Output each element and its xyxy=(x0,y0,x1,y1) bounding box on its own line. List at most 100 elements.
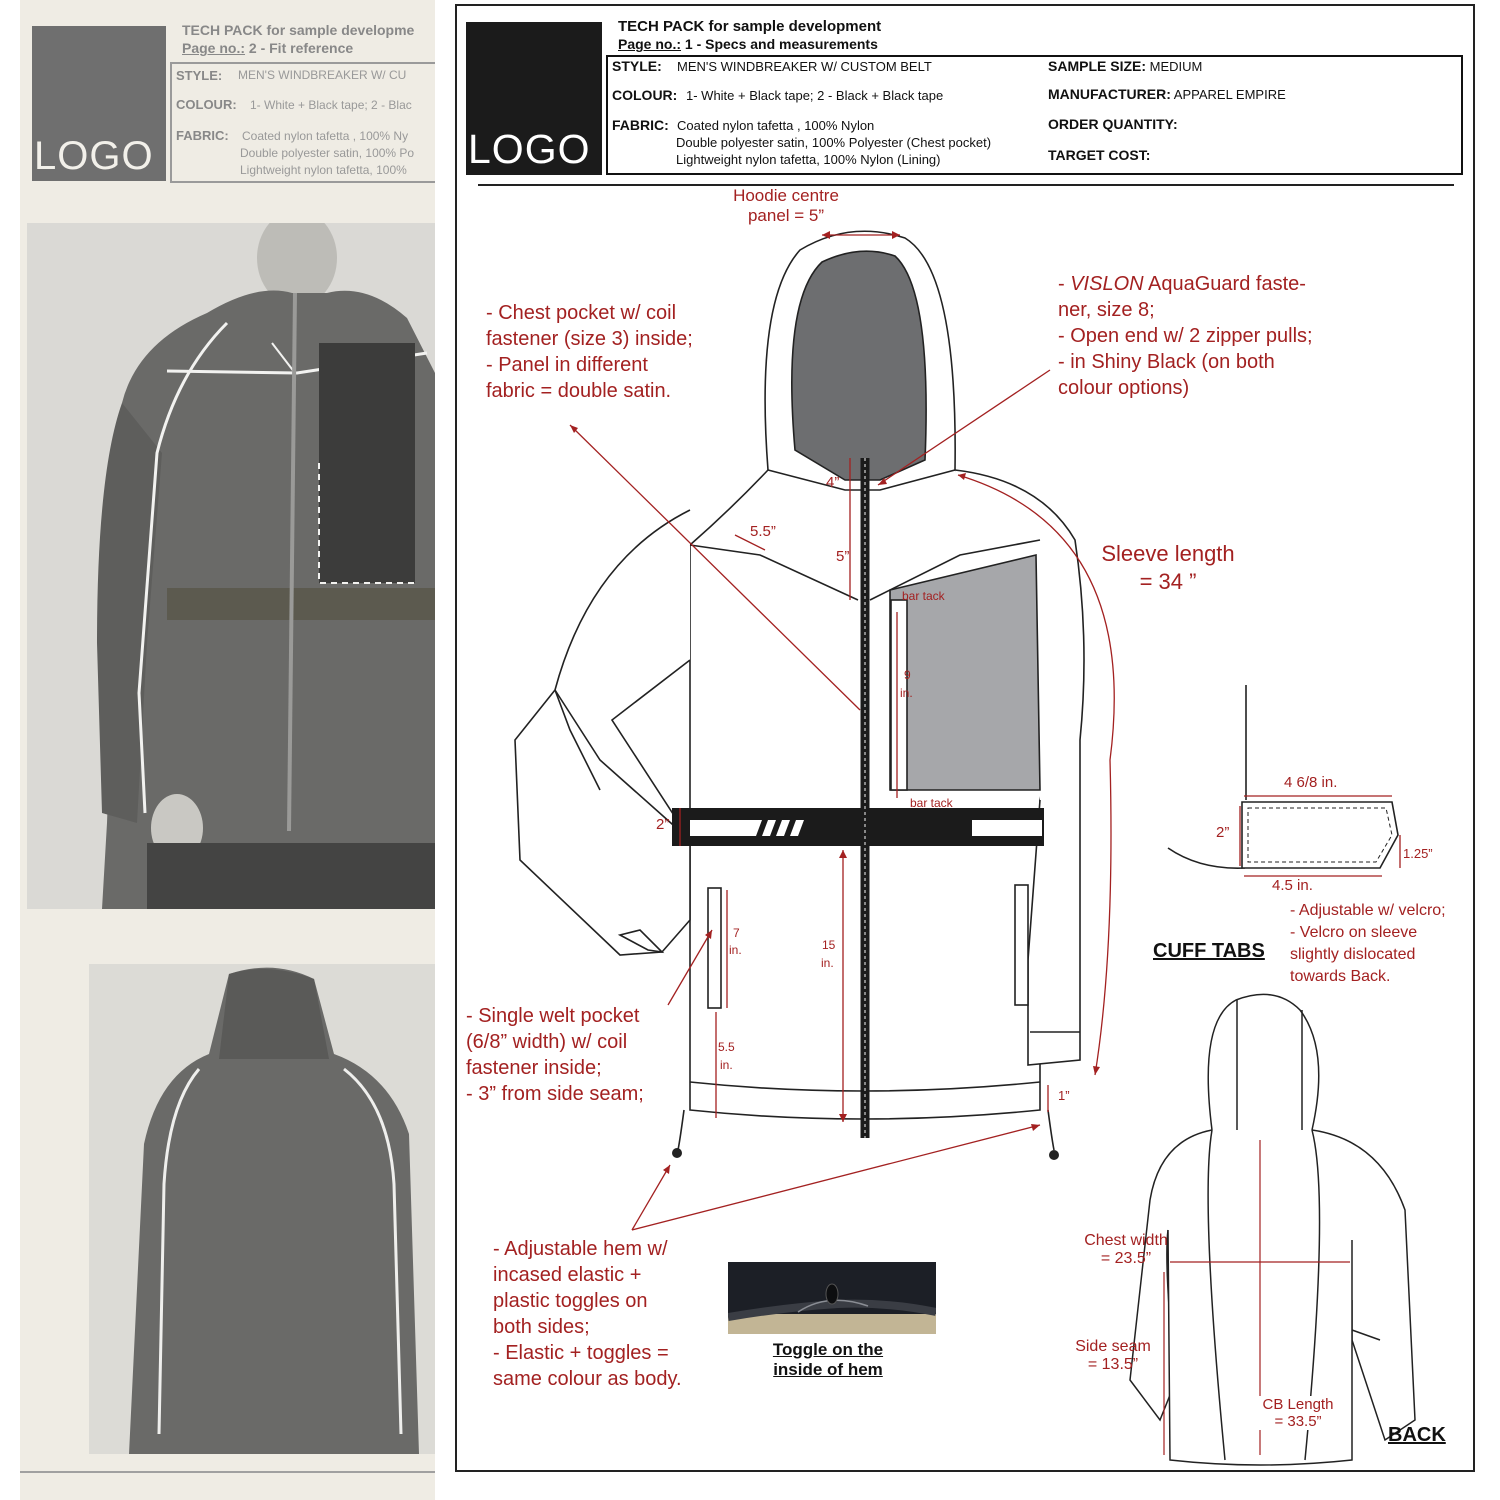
hood-height-label: 4” xyxy=(826,474,840,491)
cuff-line-3: slightly dislocated xyxy=(1290,946,1416,963)
welt-pocket-line-4: - 3” from side seam; xyxy=(466,1083,644,1105)
back-view-label: BACK xyxy=(1388,1424,1446,1446)
cuff-bottom-width-label: 4.5 in. xyxy=(1272,877,1313,894)
yoke-label: 5” xyxy=(836,548,850,565)
fabric-line-2: Double polyester satin, 100% Po xyxy=(240,146,415,160)
page-number: Page no.: 1 - Specs and measurements xyxy=(618,36,878,52)
style-value: MEN'S WINDBREAKER W/ CU xyxy=(238,68,407,82)
colour-label: COLOUR: xyxy=(176,97,237,112)
welt-length-value: 7 xyxy=(733,926,740,940)
page-number-label: Page no.: xyxy=(182,40,246,56)
fabric-line-1: Coated nylon tafetta , 100% Nylon xyxy=(677,118,875,133)
welt-pocket-line-3: fastener inside; xyxy=(466,1057,602,1079)
page-number: Page no.: 2 - Fit reference xyxy=(182,40,353,56)
hem-line-2: incased elastic + xyxy=(493,1264,642,1286)
chest-pocket-note: - Chest pocket w/ coil fastener (size 3)… xyxy=(486,300,693,404)
toggle-photo-illustration xyxy=(728,1262,936,1334)
style-label: STYLE: xyxy=(176,68,223,83)
logo-text: LOGO xyxy=(468,126,591,172)
fabric-label: FABRIC: xyxy=(176,128,229,143)
toggle-photo xyxy=(728,1262,936,1334)
front-fit-photo xyxy=(27,223,435,909)
order-quantity-label: ORDER QUANTITY: xyxy=(1048,116,1178,132)
pocket-length-value: 9 xyxy=(904,668,911,682)
hoodie-centre-note: Hoodie centre panel = 5” xyxy=(712,186,860,226)
fabric-label: FABRIC: xyxy=(612,117,669,133)
welt-length-unit: in. xyxy=(729,943,742,957)
welt-pocket-line-1: - Single welt pocket xyxy=(466,1005,640,1027)
manufacturer: MANUFACTURER: APPAREL EMPIRE xyxy=(1048,86,1286,104)
chest-pocket-line-2: fastener (size 3) inside; xyxy=(486,328,693,350)
colour-label: COLOUR: xyxy=(612,87,678,103)
shoulder-label: 5.5” xyxy=(750,523,776,540)
zipper-line-5: colour options) xyxy=(1058,377,1190,399)
sleeve-length-note: Sleeve length = 34 ” xyxy=(1088,540,1248,596)
cuff-line-4: towards Back. xyxy=(1290,968,1391,985)
cuff-height-label: 2” xyxy=(1216,824,1230,841)
fabric-line-3: Lightweight nylon tafetta, 100% Nylon (L… xyxy=(676,152,941,167)
spec-box xyxy=(606,55,1463,175)
welt-pocket-line-2: (6/8” width) w/ coil xyxy=(466,1031,628,1053)
bar-tack-bottom-label: bar tack xyxy=(910,796,953,810)
spec-box xyxy=(170,62,435,183)
chest-width-label: Chest width = 23.5” xyxy=(1070,1232,1182,1268)
sleeve-length-line-1: Sleeve length xyxy=(1101,541,1235,566)
logo-text: LOGO xyxy=(34,134,154,178)
hem-note: - Adjustable hem w/ incased elastic + pl… xyxy=(493,1236,682,1392)
target-cost-label: TARGET COST: xyxy=(1048,147,1151,163)
toggle-caption-line-2: inside of hem xyxy=(773,1360,883,1379)
welt-offset-unit: in. xyxy=(720,1058,733,1072)
chest-pocket-line-1: - Chest pocket w/ coil xyxy=(486,302,677,324)
zipper-line-4: - in Shiny Black (on both xyxy=(1058,351,1275,373)
style-value: MEN'S WINDBREAKER W/ CUSTOM BELT xyxy=(677,59,932,74)
cuff-top-width-label: 4 6/8 in. xyxy=(1284,774,1338,791)
cb-length-line-2: = 33.5” xyxy=(1274,1413,1322,1430)
side-seam-line-2: = 13.5” xyxy=(1087,1356,1139,1373)
page-number-value: 2 - Fit reference xyxy=(245,40,354,56)
logo-placeholder xyxy=(32,26,166,181)
welt-pocket-note: - Single welt pocket (6/8” width) w/ coi… xyxy=(466,1003,644,1107)
hoodie-centre-line-2: panel = 5” xyxy=(747,206,825,225)
zipper-note: - VISLON AquaGuard faste- ner, size 8; -… xyxy=(1058,271,1313,401)
page-number-label: Page no.: xyxy=(618,36,682,52)
zipper-line-1-rest: AquaGuard faste- xyxy=(1143,273,1306,295)
pocket-length-unit: in. xyxy=(900,686,913,700)
side-seam-label: Side seam = 13.5” xyxy=(1062,1338,1164,1374)
back-fit-photo xyxy=(89,964,435,1454)
chest-pocket-line-3: - Panel in different xyxy=(486,354,648,376)
manufacturer-label: MANUFACTURER: xyxy=(1048,86,1171,102)
zipper-line-3: - Open end w/ 2 zipper pulls; xyxy=(1058,325,1313,347)
fabric-line-1: Coated nylon tafetta , 100% Ny xyxy=(242,129,409,143)
hem-line-4: both sides; xyxy=(493,1316,590,1338)
fit-reference-page: LOGO TECH PACK for sample developme Page… xyxy=(20,0,435,1500)
sample-size-value: MEDIUM xyxy=(1146,59,1203,74)
sample-size-label: SAMPLE SIZE: xyxy=(1048,58,1147,74)
zipper-line-1: - VISLON AquaGuard faste- xyxy=(1058,271,1313,297)
zipper-line-1-dash: - xyxy=(1058,273,1071,295)
cuff-line-2: - Velcro on sleeve xyxy=(1290,924,1418,941)
colour-value: 1- White + Black tape; 2 - Blac xyxy=(250,98,412,112)
belt-height-label: 2” xyxy=(656,816,670,833)
fabric-line-3: Lightweight nylon tafetta, 100% xyxy=(240,163,407,177)
cuff-point-label: 1.25” xyxy=(1403,846,1433,861)
fabric-line-2: Double polyester satin, 100% Polyester (… xyxy=(676,135,992,150)
page-title: TECH PACK for sample development xyxy=(618,18,882,35)
page-number-value: 1 - Specs and measurements xyxy=(681,36,878,52)
chest-pocket-line-4: fabric = double satin. xyxy=(486,380,672,402)
cuff-note: - Adjustable w/ velcro; - Velcro on slee… xyxy=(1290,900,1446,988)
sample-size: SAMPLE SIZE: MEDIUM xyxy=(1048,58,1202,76)
bar-tack-top-label: bar tack xyxy=(902,589,945,603)
cuff-tabs-label: CUFF TABS xyxy=(1153,940,1265,962)
header-divider xyxy=(478,184,1454,186)
hem-line-3: plastic toggles on xyxy=(493,1290,648,1312)
style-label: STYLE: xyxy=(612,58,662,74)
spec-page-frame xyxy=(455,4,1475,1472)
cuff-line-1: - Adjustable w/ velcro; xyxy=(1290,902,1446,919)
hem-line-6: same colour as body. xyxy=(493,1368,682,1390)
hoodie-centre-line-1: Hoodie centre xyxy=(733,186,839,205)
back-photo-illustration xyxy=(89,964,435,1454)
zipper-brand: VISLON xyxy=(1070,273,1144,295)
cb-length-line-1: CB Length xyxy=(1262,1396,1334,1413)
chest-width-line-1: Chest width xyxy=(1084,1232,1168,1249)
